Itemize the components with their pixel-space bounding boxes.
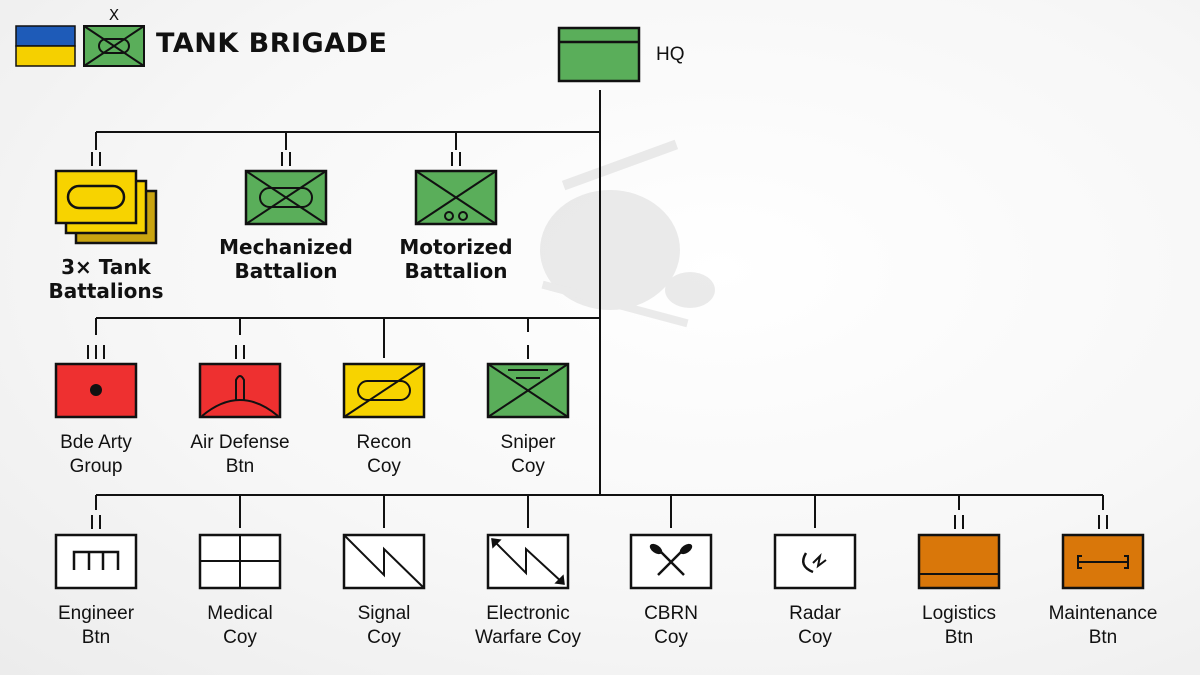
sniper-icon [486, 362, 570, 419]
helicopter-watermark-icon [540, 139, 715, 328]
brigade-echelon-mark: X [108, 6, 120, 24]
radar-icon [773, 533, 857, 590]
air-defense-icon [198, 362, 282, 419]
maintenance-icon [1061, 533, 1145, 590]
mechanized-infantry-icon [244, 169, 328, 226]
hq-label: HQ [656, 44, 685, 65]
electronic-warfare-icon [486, 533, 570, 590]
engineer-icon [54, 533, 138, 590]
artillery-icon [54, 362, 138, 419]
logistics-icon [917, 533, 1001, 590]
cbrn-icon [629, 533, 713, 590]
connector-lines [95, 90, 1104, 528]
armored-recon-icon [342, 362, 426, 419]
hq-symbol-icon [557, 26, 641, 83]
signal-icon [342, 533, 426, 590]
motorized-infantry-icon [414, 169, 498, 226]
medical-icon [198, 533, 282, 590]
echelon-marks [87, 152, 1108, 529]
brigade-symbol-icon [83, 25, 145, 67]
ukraine-flag-icon [15, 25, 76, 67]
page-title: TANK BRIGADE [156, 28, 388, 59]
tank-stack-icon [54, 169, 158, 245]
